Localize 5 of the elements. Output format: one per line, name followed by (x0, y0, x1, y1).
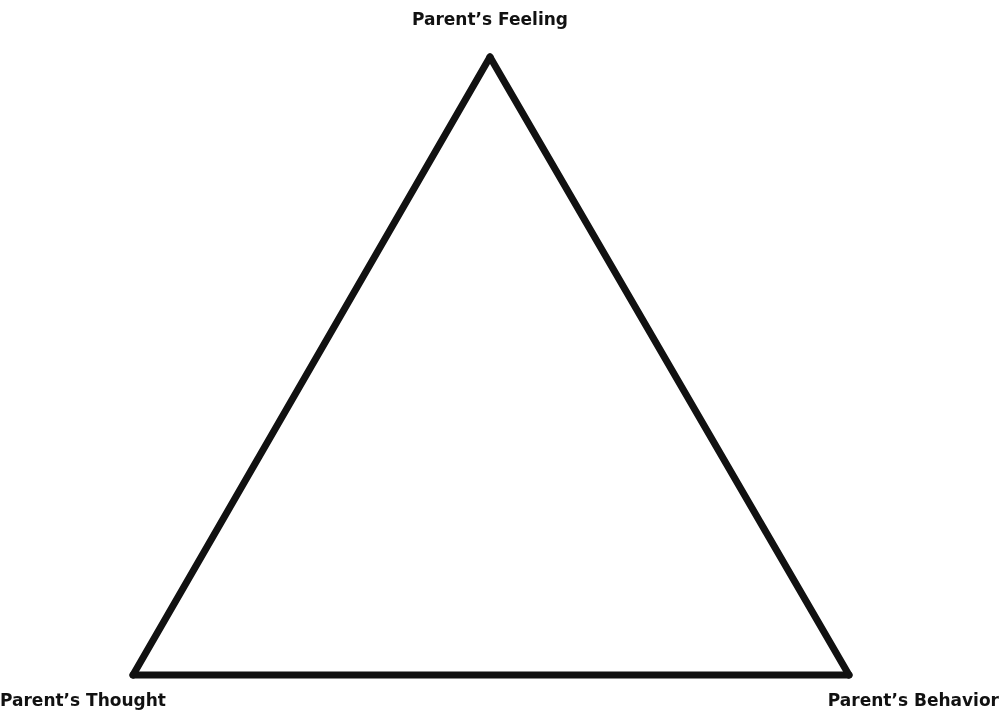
vertex-label: Parent’s Thought (0, 690, 166, 711)
vertex-label: Parent’s Feeling (412, 9, 568, 30)
triangle-side (129, 671, 853, 679)
vertex-label: Parent’s Behavior (827, 690, 999, 711)
triangle-side (486, 53, 853, 679)
